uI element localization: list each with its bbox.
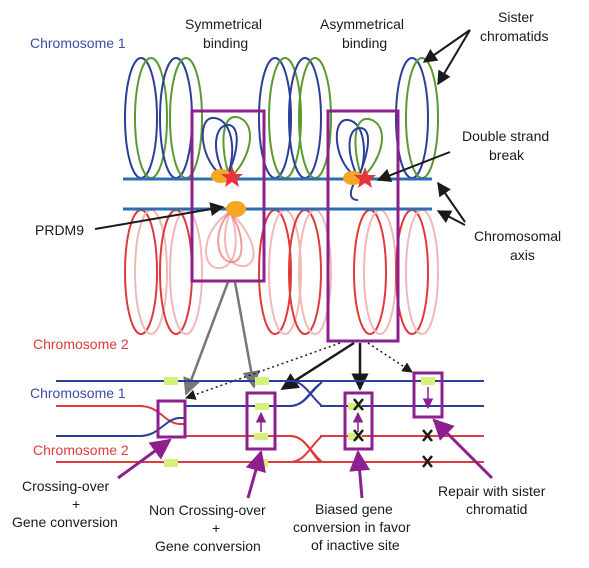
sister-chromatids-label-line-2: chromatids (480, 28, 548, 44)
chromosomal-axis-arrow-2 (436, 210, 466, 226)
noncrossover-label-arrow (245, 449, 266, 499)
inactive-site-marks (353, 398, 433, 468)
biased-label-line-3: of inactive site (311, 537, 400, 553)
asymmetrical-binding-box (326, 109, 400, 343)
double-strand-break-label-line-2: break (489, 147, 525, 163)
prdm9-arrow (94, 202, 225, 230)
crossover-outcome-box (156, 399, 187, 439)
asym-to-crossover-dotted-arrow (185, 342, 341, 400)
prdm9-asymmetrical (343, 171, 363, 185)
chromosome-1-top-label: Chromosome 1 (30, 35, 126, 51)
dsb-star-asymmetrical (354, 167, 376, 188)
prdm9-label: PRDM9 (35, 222, 84, 238)
symmetrical-binding-box (190, 109, 266, 283)
biased-conversion-outcome-box (343, 391, 374, 451)
crossover-label-line-1: Crossing-over (22, 478, 109, 494)
biased-label-line-2: conversion in favor (293, 519, 411, 535)
asymmetrical-label-line-1: Asymmetrical (320, 16, 404, 32)
noncrossover-label-line-1: Non Crossing-over (149, 502, 266, 518)
dsb-star-symmetrical (221, 166, 243, 187)
chromosomal-axis-label-line-2: axis (510, 247, 535, 263)
sym-to-noncrossover-arrow (233, 281, 260, 389)
chromosome-2-loops (124, 209, 439, 335)
prdm9-bottom-symmetrical (226, 201, 246, 217)
chromosome-2-bottom-label: Chromosome 2 (33, 442, 129, 458)
asymmetrical-binding-loops (335, 117, 383, 201)
outcome-strand-swaps (289, 380, 323, 463)
repair-label-line-2: chromatid (466, 501, 527, 517)
chromosome-1-bottom-label: Chromosome 1 (30, 385, 126, 401)
symmetrical-binding-loops (201, 115, 255, 270)
chromosome-1-loops (124, 57, 439, 179)
conversion-markers (164, 377, 435, 467)
sym-to-crossover-arrow (183, 281, 230, 396)
double-strand-break-arrow (376, 151, 451, 182)
sister-chromatids-arrow-2 (437, 29, 471, 86)
asym-to-repair-dotted-arrow (367, 342, 413, 373)
chromosomal-axis-arrow-1 (437, 181, 466, 223)
prdm9-top-symmetrical (211, 169, 231, 183)
symmetrical-label-line-1: Symmetrical (185, 16, 262, 32)
sister-chromatids-label-line-1: Sister (498, 9, 534, 25)
noncrossover-outcome-box (245, 391, 277, 451)
biased-label-arrow (349, 449, 371, 499)
chromosomal-axis-label-line-1: Chromosomal (474, 228, 561, 244)
sister-repair-outcome-box (412, 371, 444, 419)
symmetrical-label-line-2: binding (203, 35, 248, 51)
noncrossover-label-line-3: Gene conversion (155, 538, 261, 554)
double-strand-break-label-line-1: Double strand (462, 128, 549, 144)
sister-chromatids-arrow-1 (422, 29, 471, 63)
crossover-label-line-2: + (72, 496, 80, 512)
repair-label-line-1: Repair with sister (438, 483, 546, 499)
crossover-label-line-3: Gene conversion (12, 514, 118, 530)
crossover-label-arrow (117, 438, 172, 480)
noncrossover-label-line-2: + (212, 520, 220, 536)
chromosome-2-mid-label: Chromosome 2 (33, 336, 129, 352)
asymmetrical-label-line-2: binding (342, 35, 387, 51)
repair-label-arrow (432, 418, 494, 480)
biased-label-line-1: Biased gene (315, 501, 393, 517)
